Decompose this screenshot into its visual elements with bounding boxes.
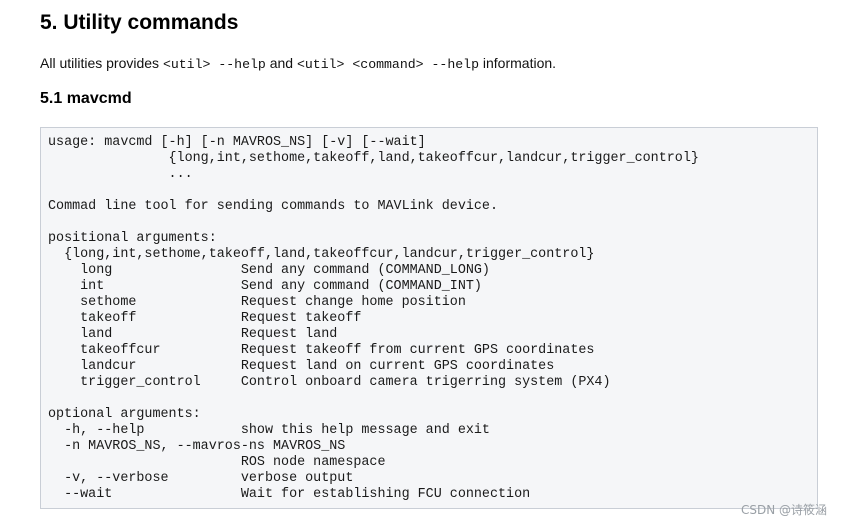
intro-paragraph: All utilities provides <util> --help and…	[40, 54, 556, 74]
subsection-heading: 5.1 mavcmd	[40, 90, 132, 107]
intro-suffix: information.	[479, 55, 557, 71]
code-block-text: usage: mavcmd [-h] [-n MAVROS_NS] [-v] […	[48, 135, 699, 502]
intro-code-command-help: <util> <command> --help	[296, 57, 479, 72]
intro-prefix: All utilities provides	[40, 55, 163, 71]
section-heading: 5. Utility commands	[40, 11, 239, 34]
code-block: usage: mavcmd [-h] [-n MAVROS_NS] [-v] […	[40, 127, 818, 509]
csdn-watermark: CSDN @诗筱涵	[740, 503, 827, 517]
intro-code-help: <util> --help	[162, 57, 266, 72]
intro-middle: and	[265, 55, 297, 71]
